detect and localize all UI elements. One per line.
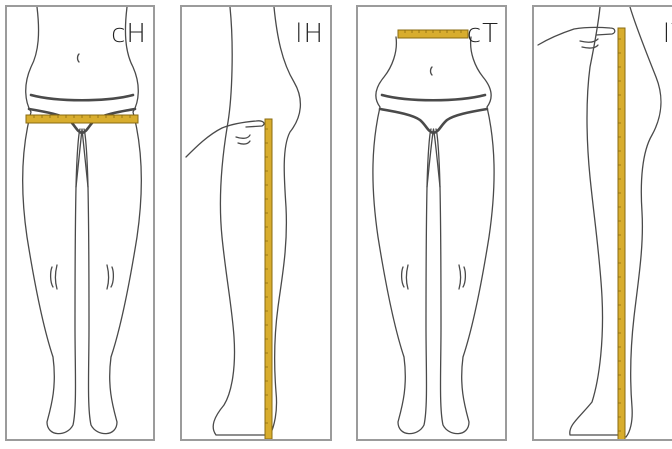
panel-label: lH — [295, 21, 324, 47]
panel-label: cT — [467, 21, 499, 47]
front-figure-illustration — [358, 7, 507, 441]
panel-waist-circumference: cT — [356, 5, 507, 441]
panel-label: lT — [663, 21, 672, 47]
panel-label: cH — [111, 21, 147, 47]
front-figure-illustration — [7, 7, 155, 441]
panel-waist-length: lT — [532, 5, 672, 441]
measuring-tape-vertical — [618, 28, 625, 440]
panel-hip-length: lH — [180, 5, 332, 441]
side-figure-illustration — [182, 7, 332, 441]
measuring-tape-vertical — [265, 119, 272, 439]
side-figure-illustration — [534, 7, 672, 441]
panel-hip-circumference: cH — [5, 5, 155, 441]
